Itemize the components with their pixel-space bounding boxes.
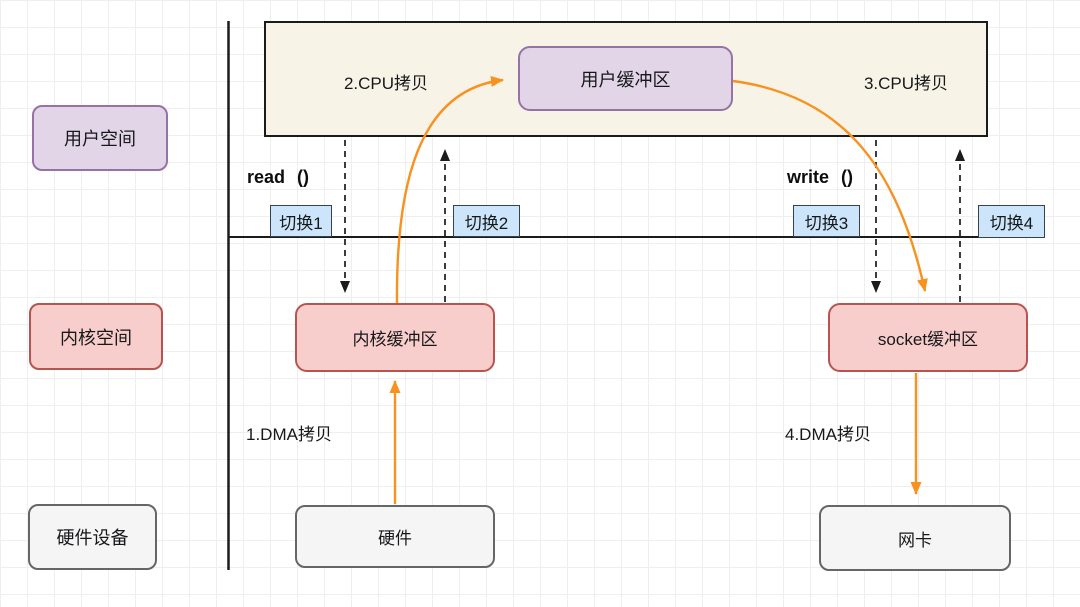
switch-2-badge: 切换2 <box>453 205 520 237</box>
cpu-copy-3-label: 3.CPU拷贝 <box>863 74 949 93</box>
write-call-label: write () <box>787 167 854 187</box>
row-label-kernel-space: 内核空间 <box>29 303 163 370</box>
switch-1-badge: 切换1 <box>270 205 332 237</box>
cpu-copy-2-label: 2.CPU拷贝 <box>343 74 429 93</box>
row-label-user-space: 用户空间 <box>32 105 168 171</box>
read-call-label: read () <box>247 167 310 187</box>
node-hardware: 硬件 <box>295 505 495 568</box>
node-nic: 网卡 <box>819 505 1011 571</box>
dma-copy-1-label: 1.DMA拷贝 <box>246 425 332 444</box>
node-kernel-buffer: 内核缓冲区 <box>295 303 495 372</box>
row-label-hardware-device: 硬件设备 <box>28 504 157 570</box>
node-user-buffer: 用户缓冲区 <box>518 46 733 111</box>
switch-3-badge: 切换3 <box>793 205 860 237</box>
switch-4-badge: 切换4 <box>978 205 1045 238</box>
dma-copy-4-label: 4.DMA拷贝 <box>785 425 871 444</box>
node-socket-buffer: socket缓冲区 <box>828 303 1028 372</box>
